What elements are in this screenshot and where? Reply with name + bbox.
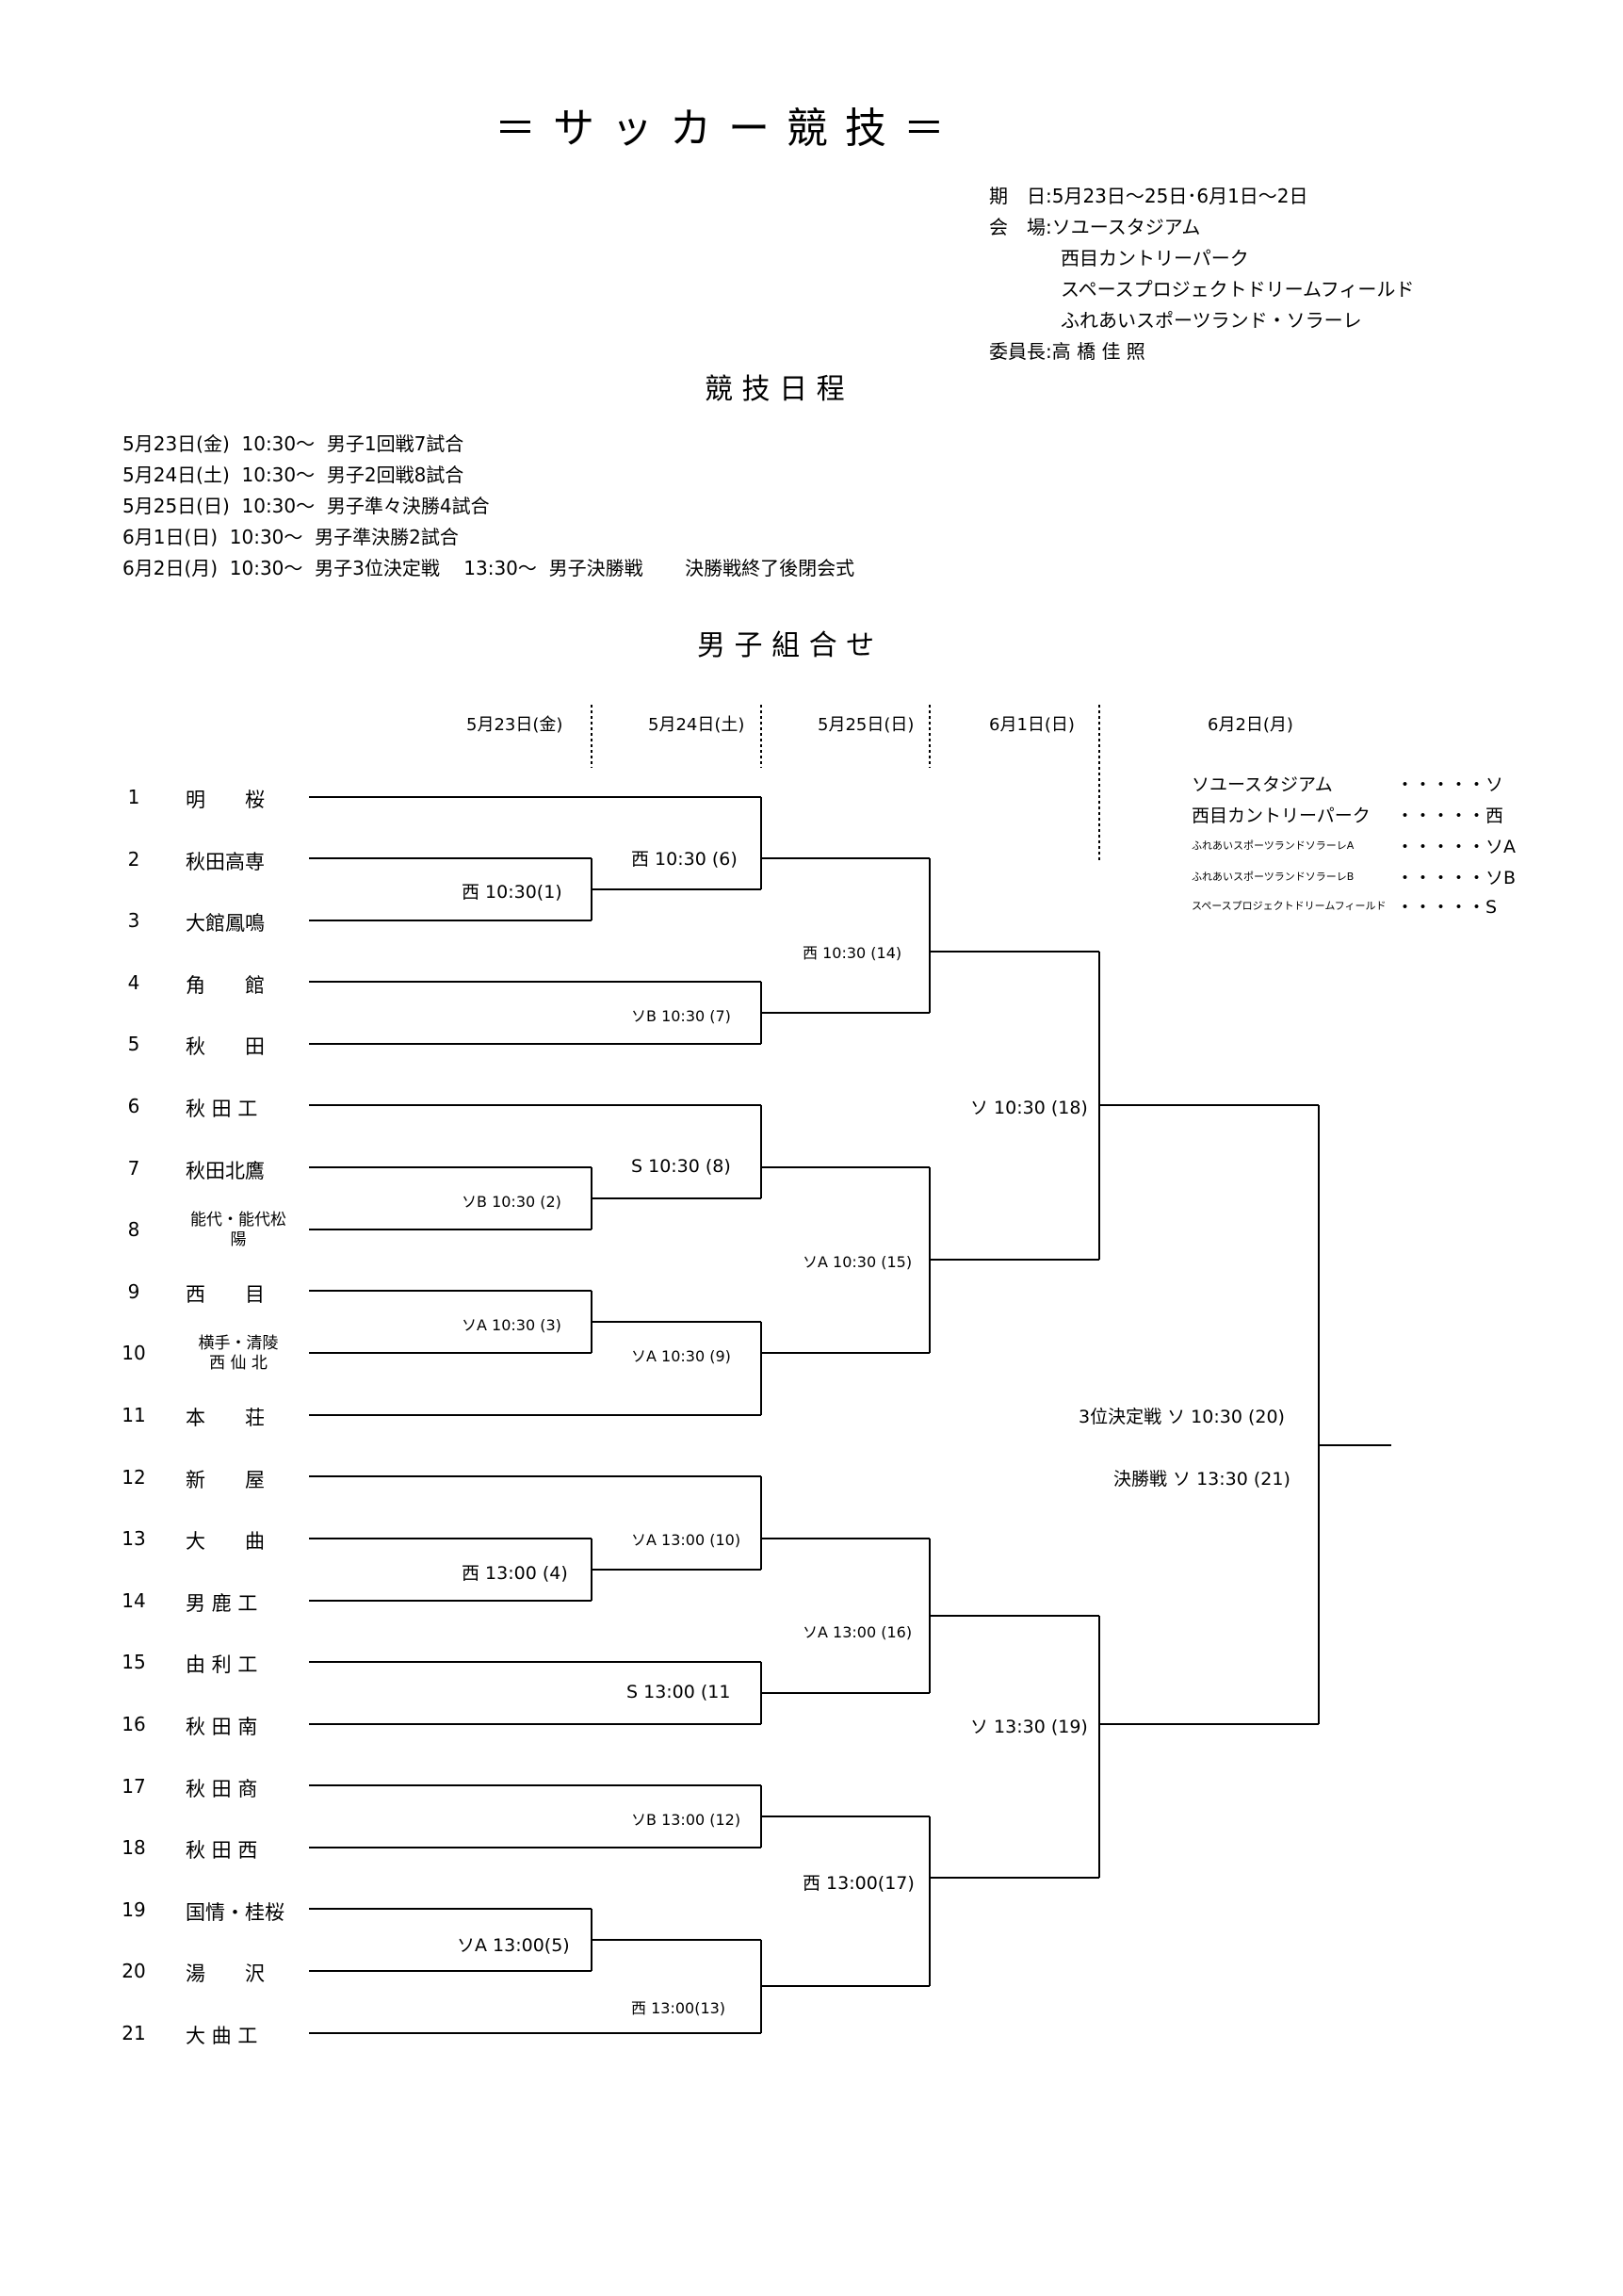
team-name: 能代・能代松 陽 xyxy=(190,1211,286,1250)
team-name: 秋田北鷹 xyxy=(186,1159,265,1182)
match-label: ソA 13:00 (16) xyxy=(803,1623,913,1641)
match-label: ソ 13:30 (19) xyxy=(970,1717,1088,1737)
column-date: 5月23日(金) xyxy=(466,715,563,735)
schedule-item: 6月1日(日) 10:30～ 男子準決勝2試合 xyxy=(122,526,459,548)
match-label: ソA 10:30 (9) xyxy=(631,1347,731,1365)
match-label: 西 13:00(17) xyxy=(803,1873,915,1894)
team-name: 秋田高専 xyxy=(186,850,265,873)
team-name: 湯 沢 xyxy=(186,1962,265,1986)
team-name: 大館鳳鳴 xyxy=(186,912,265,936)
team-number: 5 xyxy=(127,1033,140,1056)
team-number: 19 xyxy=(122,1897,146,1921)
legend-name: ふれあいスポーツランドソラーレA xyxy=(1192,839,1355,852)
team-number: 8 xyxy=(127,1218,140,1242)
schedule-item: 5月25日(日) 10:30～ 男子準々決勝4試合 xyxy=(122,495,490,517)
match-label: 西 10:30(1) xyxy=(462,882,562,903)
match-label: 西 10:30 (6) xyxy=(631,849,738,870)
team-number: 21 xyxy=(122,2022,146,2044)
venue-3: スペースプロジェクトドリームフィールド xyxy=(1061,278,1415,301)
team-name: 秋 田 商 xyxy=(186,1777,258,1800)
schedule-item: 5月24日(土) 10:30～ 男子2回戦8試合 xyxy=(122,464,464,486)
team-name: 本 荘 xyxy=(186,1407,265,1429)
match-label: 西 10:30 (14) xyxy=(803,944,902,962)
team-name: 国情・桂桜 xyxy=(186,1900,284,1924)
legend-name: 西目カントリーパーク xyxy=(1192,806,1371,826)
legend-code: ・・・・・ソ xyxy=(1396,774,1504,795)
team-name: 角 館 xyxy=(186,973,265,997)
match-label: ソB 10:30 (7) xyxy=(631,1007,731,1025)
team-number: 16 xyxy=(122,1713,146,1735)
team-number: 20 xyxy=(122,1960,146,1983)
match-label: ソB 10:30 (2) xyxy=(462,1193,561,1211)
legend-name: ソユースタジアム xyxy=(1192,774,1333,795)
column-date: 6月2日(月) xyxy=(1208,715,1293,735)
team-number: 11 xyxy=(122,1404,146,1426)
venue-4: ふれあいスポーツランド・ソラーレ xyxy=(1061,309,1362,332)
team-name: 由 利 工 xyxy=(186,1653,258,1677)
venue-2: 西目カントリーパーク xyxy=(1061,247,1249,269)
team-number: 9 xyxy=(127,1279,140,1303)
match-label: ソA 13:00 (10) xyxy=(631,1531,741,1549)
event-chair: 委員長:高 橋 佳 照 xyxy=(989,340,1145,363)
team-number: 10 xyxy=(122,1342,146,1365)
team-name: 新 屋 xyxy=(186,1468,265,1491)
team-number: 7 xyxy=(127,1156,140,1180)
match-label: ソB 13:00 (12) xyxy=(631,1811,741,1829)
legend-name: スペースプロジェクトドリームフィールド xyxy=(1192,900,1387,912)
team-name: 秋 田 南 xyxy=(186,1716,258,1738)
match-label: S 10:30 (8) xyxy=(631,1156,731,1177)
column-date: 5月24日(土) xyxy=(648,715,745,735)
column-date: 5月25日(日) xyxy=(818,715,915,735)
team-name: 男 鹿 工 xyxy=(186,1591,258,1615)
legend-code: ・・・・・西 xyxy=(1396,806,1504,826)
team-number: 14 xyxy=(122,1588,146,1612)
team-name: 秋 田 西 xyxy=(186,1839,258,1863)
team-name: 横手・清陵 西 仙 北 xyxy=(198,1334,279,1374)
match-label: 西 13:00 (4) xyxy=(462,1563,568,1584)
match-label: 西 13:00(13) xyxy=(631,1999,726,2017)
team-number: 2 xyxy=(127,847,140,871)
match-label-final: 決勝戦 ソ 13:30 (21) xyxy=(1113,1469,1290,1490)
bracket-title: 男 子 組 合 せ xyxy=(697,629,875,662)
match-label: ソ 10:30 (18) xyxy=(970,1098,1088,1118)
schedule-list: 5月23日(金) 10:30～ 男子1回戦7試合 5月24日(土) 10:30～… xyxy=(122,429,854,584)
team-number: 18 xyxy=(122,1836,146,1860)
event-period: 期 日:5月23日～25日･6月1日～2日 xyxy=(989,185,1308,207)
team-number: 6 xyxy=(127,1095,140,1117)
schedule-item: 6月2日(月) 10:30～ 男子3位決定戦 13:30～ 男子決勝戦 決勝戦終… xyxy=(122,557,855,579)
match-label-third-place: 3位決定戦 ソ 10:30 (20) xyxy=(1079,1407,1285,1427)
match-label: ソA 13:00(5) xyxy=(457,1935,570,1956)
legend-code: ・・・・・S xyxy=(1396,897,1498,918)
team-name: 大 曲 工 xyxy=(186,2025,258,2047)
team-name: 秋 田 xyxy=(186,1035,265,1059)
team-number: 15 xyxy=(122,1651,146,1674)
schedule-item: 5月23日(金) 10:30～ 男子1回戦7試合 xyxy=(122,432,464,455)
event-venue: 会 場:ソユースタジアム xyxy=(989,216,1201,238)
team-number: 1 xyxy=(127,786,140,808)
legend-code: ・・・・・ソA xyxy=(1396,837,1516,857)
match-label: ソA 10:30 (15) xyxy=(803,1253,913,1271)
team-name: 秋 田 工 xyxy=(186,1098,258,1120)
team-number: 13 xyxy=(122,1527,146,1551)
legend-code: ・・・・・ソB xyxy=(1396,868,1517,888)
page-title: ＝ サ ッ カ ー 競 技 ＝ xyxy=(495,105,947,153)
team-number: 3 xyxy=(127,909,140,933)
team-name: 西 目 xyxy=(186,1282,265,1306)
match-label: ソA 10:30 (3) xyxy=(462,1316,561,1334)
match-label: S 13:00 (11 xyxy=(626,1682,731,1702)
legend-name: ふれあいスポーツランドソラーレB xyxy=(1192,871,1355,883)
team-name: 明 桜 xyxy=(186,789,265,811)
column-date: 6月1日(日) xyxy=(989,715,1075,735)
team-number: 12 xyxy=(122,1465,146,1489)
team-name: 大 曲 xyxy=(186,1530,265,1554)
event-info: 期 日:5月23日～25日･6月1日～2日 会 場:ソユースタジアム 西目カント… xyxy=(989,181,1414,367)
schedule-title: 競 技 日 程 xyxy=(705,373,845,406)
team-number: 4 xyxy=(127,970,140,994)
team-number: 17 xyxy=(122,1774,146,1798)
